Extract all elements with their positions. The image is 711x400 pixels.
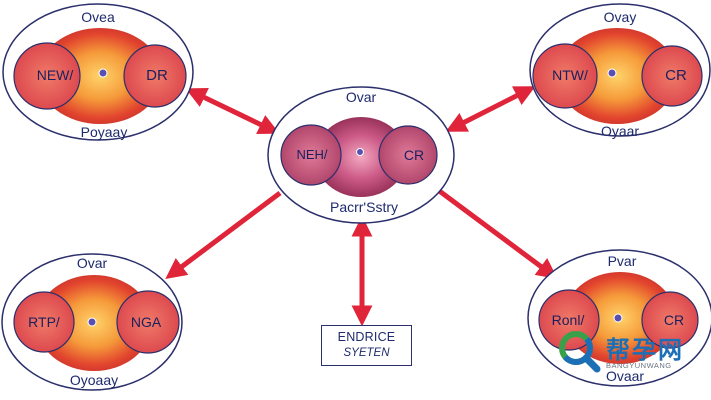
- node-title: Ovea: [81, 9, 115, 25]
- left-lobe-label: NEW/: [37, 67, 74, 83]
- left-lobe-label: RTP/: [28, 314, 60, 330]
- ovary-node-bottom-left: Ovar RTP/ NGA Oyoaay: [1, 253, 183, 391]
- arrow-topright-center: [445, 86, 536, 132]
- nucleus-dot: [356, 148, 364, 156]
- left-lobe: [13, 291, 75, 353]
- ovary-node-bottom-right: Pvar Ronl/ CR Ovaar: [527, 249, 711, 387]
- ovary-node-top-left: Ovea NEW/ DR Poyaay: [2, 3, 194, 141]
- watermark-english-text: BANGYUNWANG: [606, 361, 672, 370]
- arrow-center-bottomright: [436, 187, 558, 280]
- connector-arrows: [165, 86, 558, 327]
- arrow-topleft-center: [185, 87, 280, 135]
- left-lobe: [13, 42, 81, 110]
- nucleus-dot: [613, 313, 623, 323]
- nucleus-dot: [87, 317, 97, 327]
- left-lobe-label: NEH/: [296, 147, 327, 162]
- system-box-line1: ENDRICE: [337, 330, 396, 344]
- node-caption: Oyaar: [601, 123, 639, 139]
- watermark-logo: 帮孕网 BANGYUNWANG: [556, 328, 706, 376]
- ovary-node-top-right: Ovay NTW/ CR Oyaar: [529, 3, 711, 139]
- nucleus-dot: [607, 68, 617, 78]
- node-caption: Pacrr'Sstry: [330, 199, 398, 215]
- left-lobe-label: Ronl/: [552, 312, 585, 328]
- right-lobe-label: NGA: [131, 314, 162, 330]
- watermark-chinese-text: 帮孕网: [606, 336, 684, 364]
- magnifier-logo-icon: [559, 331, 601, 373]
- node-title: Ovay: [604, 9, 637, 25]
- right-lobe-label: CR: [404, 147, 424, 163]
- system-box-line2: SYETEN: [343, 347, 390, 359]
- right-lobe-label: CR: [665, 67, 687, 84]
- left-lobe-label: NTW/: [552, 67, 588, 83]
- right-lobe: [378, 125, 438, 185]
- right-lobe: [116, 290, 180, 354]
- left-lobe: [532, 43, 598, 109]
- node-title: Ovar: [77, 255, 108, 271]
- right-lobe: [641, 291, 699, 349]
- endocrine-system-box: ENDRICE SYETEN: [321, 325, 412, 366]
- node-title: Pvar: [608, 253, 637, 269]
- arrow-center-bottomleft: [165, 191, 282, 280]
- node-title: Ovar: [346, 89, 377, 105]
- nucleus-dot: [98, 68, 108, 78]
- node-caption: Ovaar: [606, 368, 644, 384]
- right-lobe: [123, 44, 187, 108]
- ovary-node-center: Ovar NEH/ CR Pacrr'Sstry: [267, 86, 455, 224]
- right-lobe-label: DR: [146, 67, 168, 84]
- right-lobe: [641, 45, 703, 107]
- node-caption: Oyoaay: [70, 372, 118, 388]
- node-caption: Poyaay: [81, 124, 128, 140]
- left-lobe: [280, 124, 342, 186]
- right-lobe-label: CR: [664, 312, 684, 328]
